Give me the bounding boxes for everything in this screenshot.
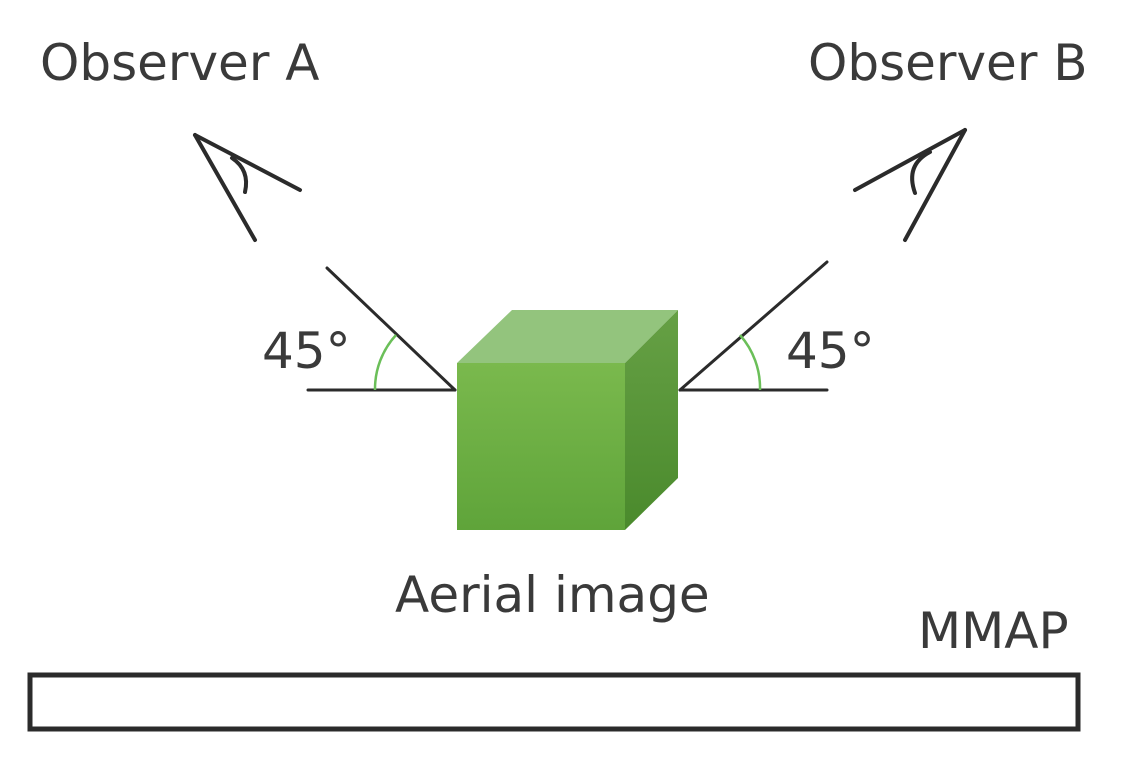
mmap-plate xyxy=(27,672,1081,732)
mmap-label: MMAP xyxy=(918,602,1069,660)
left-sight-line xyxy=(325,266,457,392)
observer-b-label: Observer B xyxy=(808,34,1088,92)
observer-b-eye-icon xyxy=(853,128,967,242)
cube-front-face xyxy=(457,363,625,530)
right-sight-line xyxy=(678,260,829,392)
aerial-image-cube xyxy=(457,310,678,530)
right-angle-label: 45° xyxy=(786,322,875,380)
observer-a-eye-icon xyxy=(193,133,302,242)
observer-a-label: Observer A xyxy=(40,34,319,92)
right-angle-arc xyxy=(739,334,762,391)
cube-top-face xyxy=(457,310,678,363)
cube-side-face xyxy=(625,310,678,530)
left-angle-arc xyxy=(373,334,397,391)
aerial-image-label: Aerial image xyxy=(395,566,710,624)
left-angle-label: 45° xyxy=(262,322,351,380)
